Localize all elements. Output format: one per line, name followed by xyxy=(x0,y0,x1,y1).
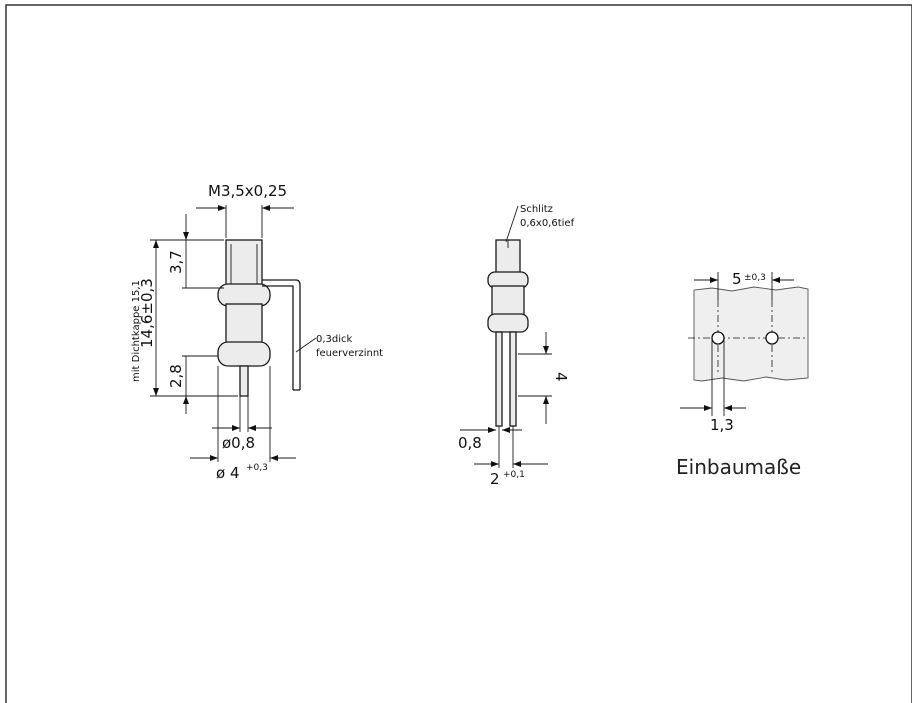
view1-dim-head: 3,7 xyxy=(167,250,185,274)
view1-body-dia-tol: +0,3 xyxy=(246,463,268,473)
view3-panel xyxy=(693,286,809,382)
view1-lower-flange xyxy=(217,341,271,367)
view1-pin xyxy=(239,365,249,397)
view1-tab xyxy=(262,279,301,390)
view1-dimensions: M3,5x0,25 3,7 2,8 14,6±0,3 mit Dichtkapp… xyxy=(131,182,383,482)
view2-dim-pin: 0,8 xyxy=(458,434,482,452)
view2-slot-note-2: 0,6x0,6tief xyxy=(520,218,575,229)
view1-body-dia: ø 4 xyxy=(216,464,240,482)
view2-dim-spacing: 2 xyxy=(490,470,500,488)
view1-component xyxy=(217,239,301,397)
view3-hole-spacing: 5 xyxy=(732,270,742,288)
sheet-border xyxy=(5,4,912,703)
view3-hole-spacing-tol: ±0,3 xyxy=(744,273,766,283)
view1-body xyxy=(225,303,263,345)
view2-leg-right xyxy=(509,331,517,427)
view1-dim-base: 2,8 xyxy=(167,364,185,388)
view3-mounting xyxy=(688,286,809,382)
view2-slot-note-1: Schlitz xyxy=(520,204,553,215)
view3-hole-dia: 1,3 xyxy=(710,416,734,434)
view2-leg-left xyxy=(495,331,503,427)
view2-dim-spacing-tol: +0,1 xyxy=(503,470,525,480)
view3-dimensions: 5 ±0,3 1,3 Einbaumaße xyxy=(676,270,801,479)
view1-tab-note-1: 0,3dick xyxy=(316,334,353,345)
view3-caption: Einbaumaße xyxy=(676,455,801,479)
view1-dim-total: 14,6±0,3 xyxy=(138,278,156,348)
view1-thread-label: M3,5x0,25 xyxy=(208,182,287,200)
view1-head xyxy=(225,239,263,289)
view1-side-note: mit Dichtkappe 15,1 xyxy=(131,280,142,382)
view2-body xyxy=(491,285,525,317)
view2-dim-leg: 4 xyxy=(552,372,570,382)
view1-upper-flange xyxy=(217,283,271,307)
view3-hole-left xyxy=(711,331,725,345)
view2-dimensions: Schlitz 0,6x0,6tief 4 0,8 2 +0,1 xyxy=(458,204,575,488)
view2-lower-flange xyxy=(487,313,529,333)
view2-component xyxy=(487,239,529,427)
view1-pin-dia: ø0,8 xyxy=(222,434,255,452)
view3-hole-right xyxy=(765,331,779,345)
view1-tab-note-2: feuerverzinnt xyxy=(316,348,383,359)
